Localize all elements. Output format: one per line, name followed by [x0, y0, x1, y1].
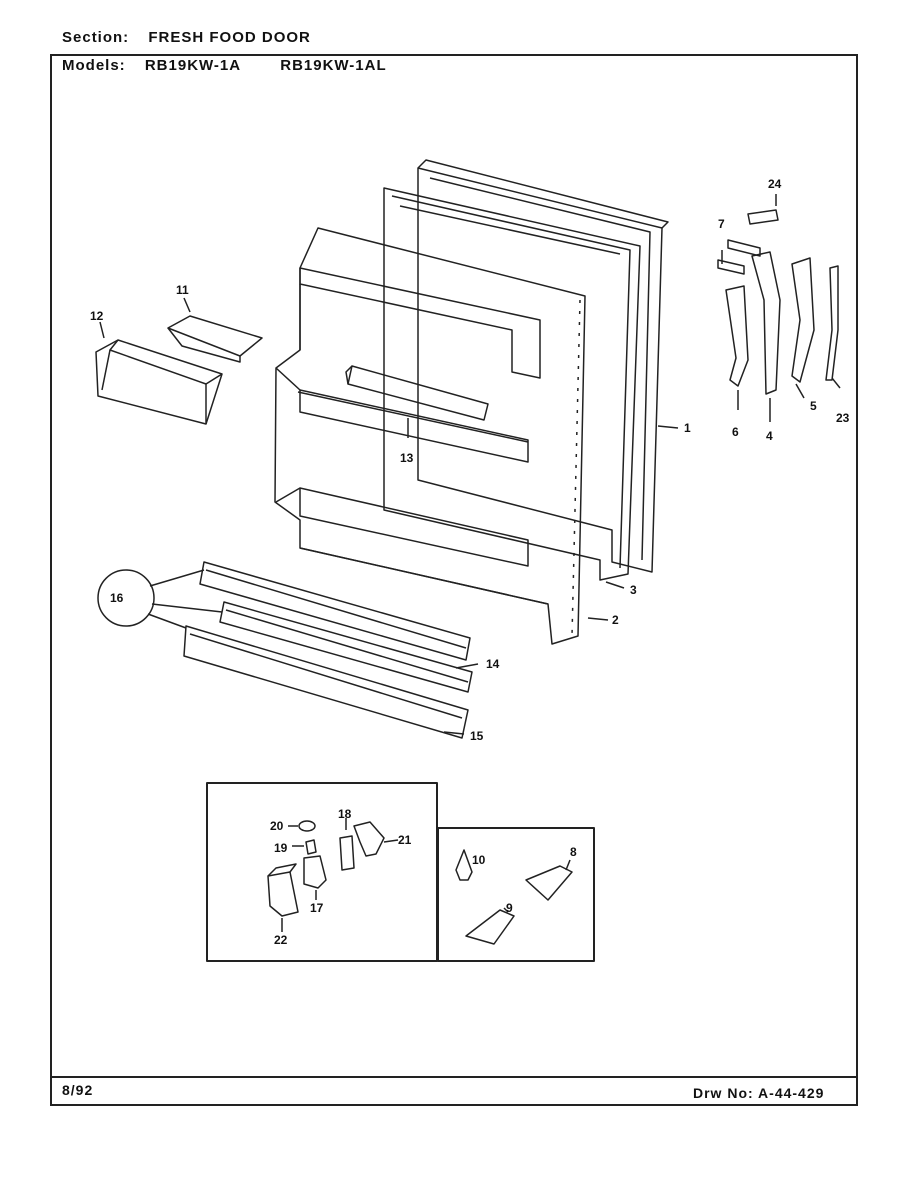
callout-23: 23 [836, 411, 850, 425]
plate-18 [339, 835, 355, 871]
leader-11 [183, 297, 191, 313]
callout-1: 1 [684, 421, 691, 435]
callout-10: 10 [472, 853, 486, 867]
upper-shelf [167, 315, 263, 363]
leader-1 [657, 425, 679, 429]
door-rail-upper [199, 561, 471, 661]
callout-22: 22 [274, 933, 288, 947]
footer-divider [50, 1076, 856, 1078]
drawing-frame [50, 54, 858, 1106]
callout-2: 2 [612, 613, 619, 627]
cam-plate-9 [465, 909, 515, 945]
drawing-number: A-44-429 [758, 1085, 825, 1101]
trim-strip-4 [751, 251, 781, 395]
footer-drawing-number: Drw No: A-44-429 [693, 1085, 824, 1101]
section-value: FRESH FOOD DOOR [148, 29, 311, 46]
leader-14 [455, 663, 479, 669]
callout-3: 3 [630, 583, 637, 597]
callout-17: 17 [310, 901, 324, 915]
leader-2 [587, 617, 609, 621]
hinge-hardware-box [206, 782, 438, 962]
callout-6: 6 [732, 425, 739, 439]
rail-end-cap-detail [97, 569, 223, 629]
model-2: RB19KW-1AL [280, 57, 387, 74]
door-rail-middle [219, 601, 473, 693]
callout-7: 7 [718, 217, 725, 231]
door-rail-lower [183, 625, 469, 739]
footer-date: 8/92 [62, 1082, 94, 1098]
callout-20: 20 [270, 819, 284, 833]
bracket-17 [303, 855, 327, 889]
inner-door-liner [274, 227, 586, 645]
cam-plate-8 [525, 865, 573, 901]
door-gasket [383, 187, 641, 581]
trim-strip-5 [791, 257, 815, 383]
hinge-21 [353, 821, 385, 857]
callout-4: 4 [766, 429, 773, 443]
callout-14: 14 [486, 657, 500, 671]
door-stop-10 [455, 849, 473, 881]
stop-leaders [503, 859, 571, 913]
callout-13: 13 [400, 451, 414, 465]
callout-16: 16 [110, 591, 124, 605]
door-stop-box [437, 827, 595, 962]
trim-strip-23 [825, 265, 839, 381]
hardware-leaders [281, 818, 399, 932]
hinge-leaders [721, 194, 841, 422]
bushing-19 [305, 839, 317, 855]
dairy-compartment [95, 339, 223, 425]
outer-door-panel [417, 159, 669, 573]
hinge-bracket-7 [717, 239, 761, 275]
trim-strip-6 [725, 285, 749, 387]
door-shelf-bar [345, 365, 489, 421]
callout-12: 12 [90, 309, 104, 323]
model-1: RB19KW-1A [144, 57, 242, 74]
leader-3 [605, 581, 625, 589]
callout-24: 24 [768, 177, 782, 191]
washer-20 [298, 820, 316, 832]
callout-9: 9 [506, 901, 513, 915]
callout-19: 19 [274, 841, 288, 855]
callout-11: 11 [176, 283, 189, 297]
drawing-label: Drw No: [693, 1085, 754, 1101]
leader-12 [99, 321, 105, 339]
leader-15 [443, 731, 465, 735]
section-header: Section: FRESH FOOD DOOR [62, 29, 311, 46]
callout-8: 8 [570, 845, 577, 859]
hinge-cover-24 [747, 209, 779, 225]
section-label: Section: [62, 29, 130, 46]
callout-15: 15 [470, 729, 484, 743]
hinge-block-22 [267, 863, 299, 917]
callout-18: 18 [338, 807, 352, 821]
models-header: Models: RB19KW-1A RB19KW-1AL [62, 57, 387, 74]
models-label: Models: [62, 57, 126, 74]
callout-21: 21 [398, 833, 412, 847]
callout-5: 5 [810, 399, 817, 413]
